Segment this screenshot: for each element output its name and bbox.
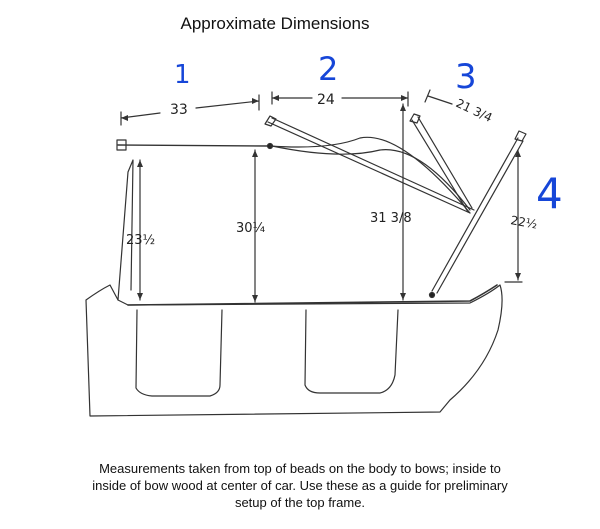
bow-number-1: 1 [174, 60, 191, 90]
dim-label-21: 21 3/4 [454, 96, 495, 125]
bow-3 [411, 116, 473, 213]
caption-line-1: Measurements taken from top of beads on … [99, 461, 501, 476]
dim-label-33: 33 [170, 102, 188, 118]
top-cover-line [269, 136, 471, 214]
car-body-outline [85, 284, 503, 417]
dim-line-33 [120, 94, 260, 126]
front-door [135, 309, 223, 397]
dim-label-23: 23½ [126, 233, 155, 248]
bow-number-2: 2 [318, 50, 338, 88]
caption-line-2: inside of bow wood at center of car. Use… [92, 478, 508, 493]
diagram-title: Approximate Dimensions [180, 14, 370, 33]
windshield-post [117, 159, 134, 301]
dim-line-21 [424, 89, 453, 105]
dim-label-22: 22½ [509, 213, 538, 231]
dim-label-30: 30¼ [236, 221, 266, 236]
bow-number-3: 3 [455, 57, 477, 97]
dim-label-24: 24 [317, 92, 335, 108]
rear-door [304, 309, 399, 394]
bow-number-4: 4 [536, 169, 563, 218]
caption-line-3: setup of the top frame. [234, 495, 366, 510]
dim-vert-22 [504, 149, 523, 283]
caption: Measurements taken from top of beads on … [40, 460, 560, 511]
body-bead-line [127, 284, 498, 306]
dim-label-31: 31 3/8 [370, 211, 412, 226]
bow-4 [431, 137, 524, 294]
dim-line-24 [271, 91, 409, 107]
front-header-bow [117, 144, 271, 147]
bow-2 [267, 117, 475, 214]
